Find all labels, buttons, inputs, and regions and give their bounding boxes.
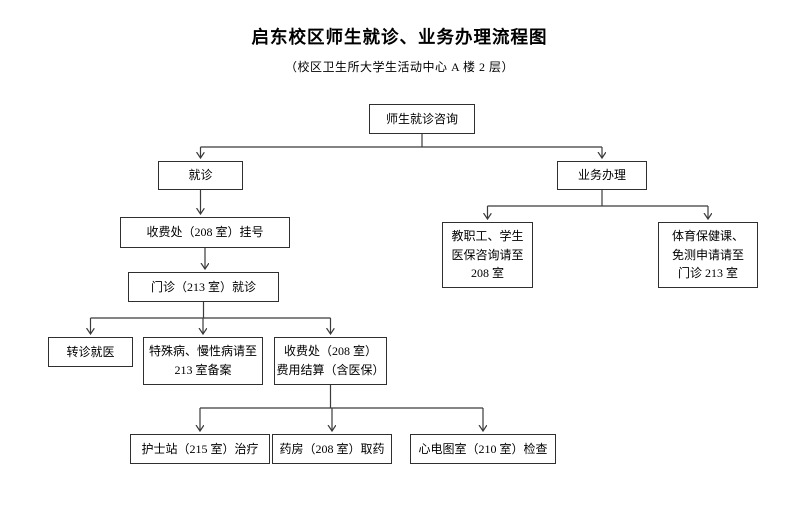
page-title: 启东校区师生就诊、业务办理流程图 (251, 27, 548, 47)
node-visit: 就诊 (158, 161, 243, 190)
node-consult: 师生就诊咨询 (369, 104, 475, 134)
node-special: 特殊病、慢性病请至 213 室备案 (143, 337, 263, 385)
node-settlement: 收费处（208 室） 费用结算（含医保） (274, 337, 387, 385)
node-nurse: 护士站（215 室）治疗 (130, 434, 270, 464)
page-header: 启东校区师生就诊、业务办理流程图 （校区卫生所大学生活动中心 A 楼 2 层） (0, 24, 799, 75)
node-pe: 体育保健课、 免测申请请至 门诊 213 室 (658, 222, 758, 288)
node-ecg: 心电图室（210 室）检查 (410, 434, 556, 464)
node-register: 收费处（208 室）挂号 (120, 217, 290, 248)
node-pharmacy: 药房（208 室）取药 (272, 434, 392, 464)
page-subtitle: （校区卫生所大学生活动中心 A 楼 2 层） (284, 60, 514, 74)
node-referral: 转诊就医 (48, 337, 133, 367)
node-outpatient: 门诊（213 室）就诊 (128, 272, 279, 302)
node-business: 业务办理 (557, 161, 647, 190)
node-insurance: 教职工、学生 医保咨询请至 208 室 (442, 222, 533, 288)
